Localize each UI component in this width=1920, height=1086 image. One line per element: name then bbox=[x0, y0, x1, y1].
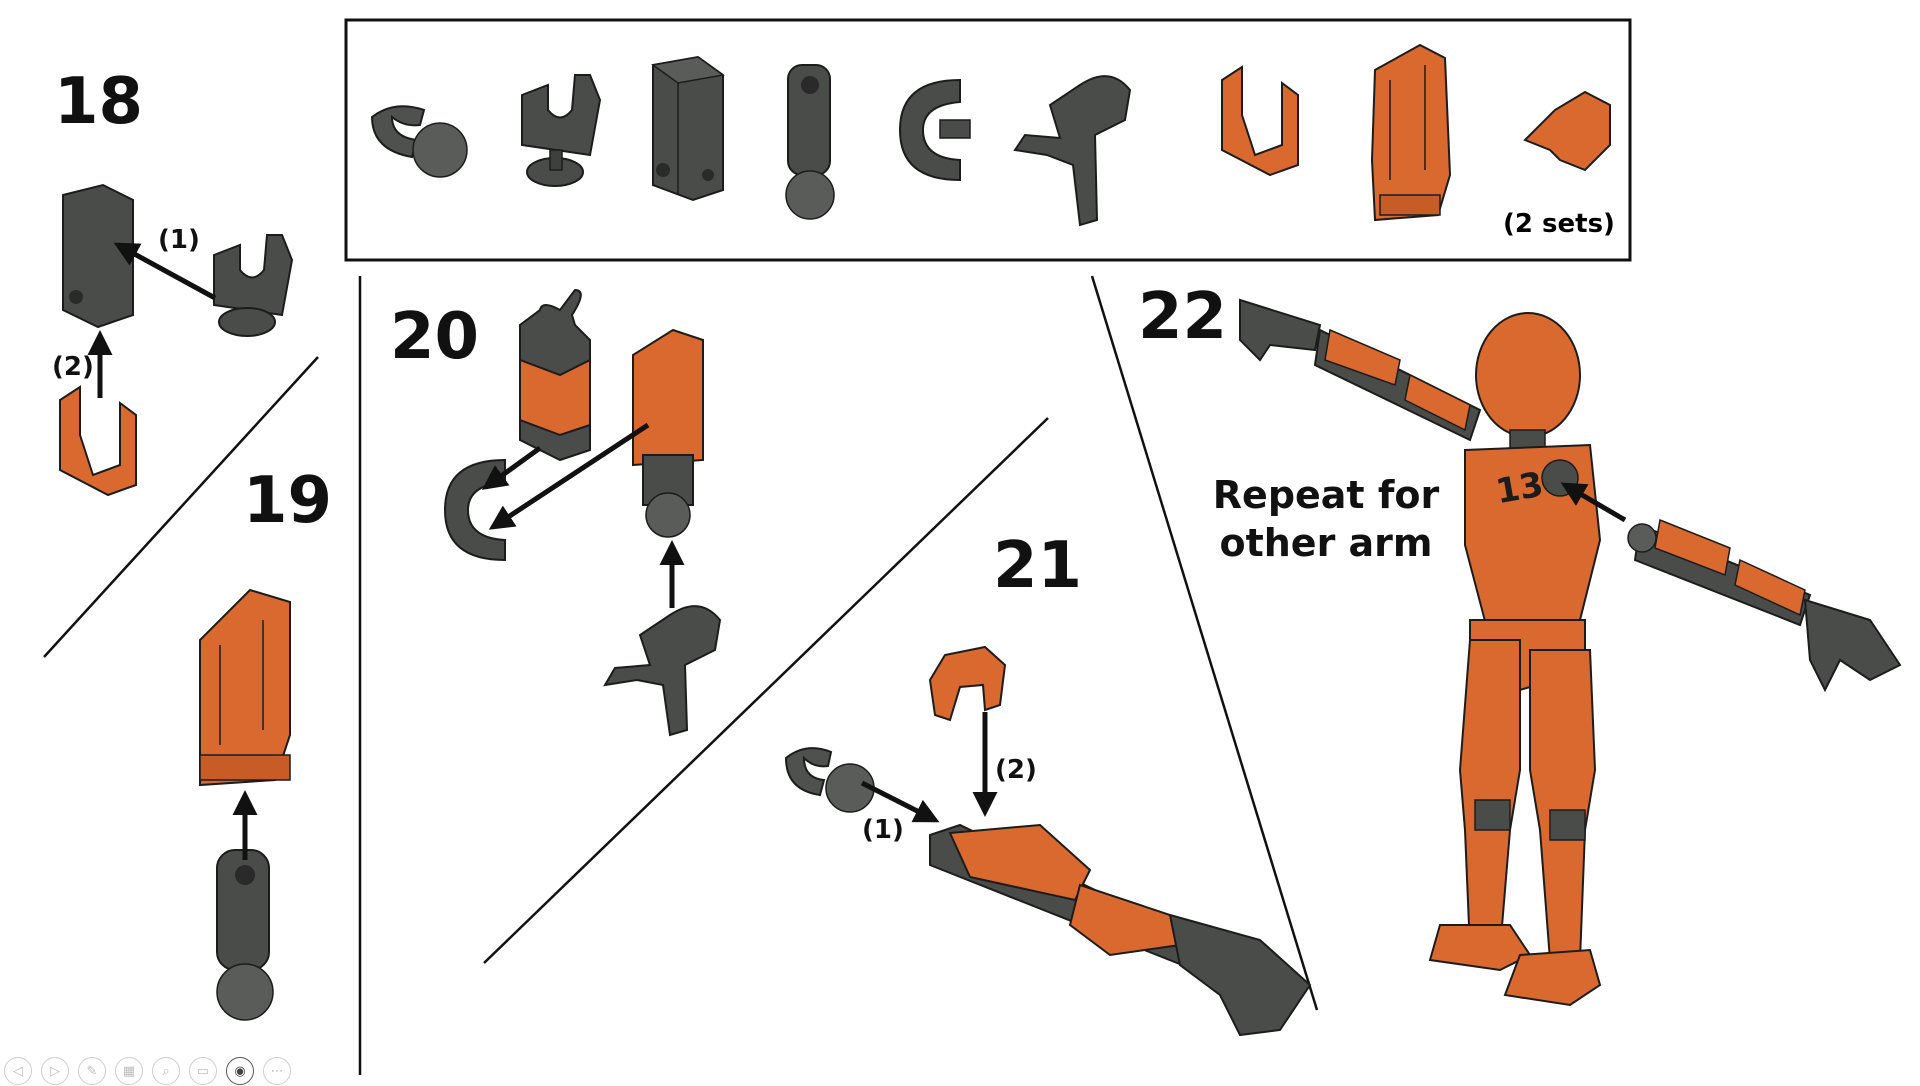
step-18-number: 18 bbox=[54, 65, 143, 139]
s22-chest-number: 13 bbox=[1493, 465, 1547, 513]
part-forearm-pin bbox=[785, 64, 835, 220]
s21-arrow-1 bbox=[860, 780, 940, 823]
part-ball-socket bbox=[370, 105, 468, 178]
s21-cap bbox=[928, 645, 1007, 722]
s20-arrow-1 bbox=[481, 445, 542, 490]
s18-label-1: (1) bbox=[158, 225, 200, 255]
s22-right-foot bbox=[1503, 948, 1602, 1007]
s18-label-2: (2) bbox=[52, 352, 94, 382]
s19-pin bbox=[216, 849, 274, 1021]
repeat-note-line1: Repeat for bbox=[1213, 473, 1440, 517]
s20-arrow-2 bbox=[488, 422, 650, 530]
part-orange-cap bbox=[1523, 90, 1611, 172]
s21-label-1: (1) bbox=[862, 815, 904, 845]
part-c-clip bbox=[898, 78, 971, 182]
s22-right-leg bbox=[1529, 649, 1597, 961]
s20-cuff-pin bbox=[632, 328, 704, 538]
s20-c-clip bbox=[443, 458, 506, 562]
divider-18-19 bbox=[43, 356, 319, 658]
subtitles-icon[interactable]: ▭ bbox=[189, 1057, 217, 1085]
s22-arrow bbox=[1560, 482, 1627, 523]
s22-left-foot bbox=[1428, 924, 1532, 972]
s19-cuff bbox=[199, 588, 291, 787]
step-20-number: 20 bbox=[390, 300, 479, 374]
s21-label-2: (2) bbox=[995, 755, 1037, 785]
camera-icon[interactable]: ◉ bbox=[226, 1057, 254, 1085]
s21-ball-socket bbox=[784, 747, 875, 813]
parts-box bbox=[344, 18, 1632, 262]
step-22-number: 22 bbox=[1138, 280, 1227, 354]
s21-arm bbox=[929, 823, 1312, 1037]
s18-arrow-1 bbox=[113, 242, 217, 301]
part-hand-dark bbox=[1013, 75, 1132, 227]
prev-icon[interactable]: ◁ bbox=[4, 1057, 32, 1085]
zoom-icon[interactable]: ⌕ bbox=[152, 1057, 180, 1085]
slideshow-controls: ◁ ▷ ✎ ▦ ⌕ ▭ ◉ ⋯ bbox=[4, 1056, 291, 1086]
s22-left-leg bbox=[1458, 639, 1521, 951]
s18-joint bbox=[62, 183, 134, 329]
more-icon[interactable]: ⋯ bbox=[263, 1057, 291, 1085]
next-icon[interactable]: ▷ bbox=[41, 1057, 69, 1085]
s22-head bbox=[1475, 312, 1581, 438]
sets-label: (2 sets) bbox=[1503, 209, 1615, 239]
step-21-number: 21 bbox=[993, 529, 1082, 603]
step-19-number: 19 bbox=[243, 464, 332, 538]
slides-icon[interactable]: ▦ bbox=[115, 1057, 143, 1085]
s20-hand bbox=[603, 605, 722, 737]
s22-figure: 13 bbox=[1239, 298, 1902, 1007]
part-orange-sleeve bbox=[1221, 65, 1299, 177]
s18-clip bbox=[213, 234, 294, 337]
divider-21-22 bbox=[1090, 275, 1319, 1011]
pen-icon[interactable]: ✎ bbox=[78, 1057, 106, 1085]
s18-sleeve bbox=[59, 385, 137, 497]
repeat-note-line2: other arm bbox=[1219, 521, 1432, 565]
part-clip-base bbox=[521, 74, 602, 187]
divider-20-21 bbox=[483, 417, 1049, 964]
part-orange-cuff bbox=[1370, 43, 1452, 222]
s20-upper-arm bbox=[519, 288, 591, 462]
part-upper-arm-joint bbox=[651, 55, 725, 202]
